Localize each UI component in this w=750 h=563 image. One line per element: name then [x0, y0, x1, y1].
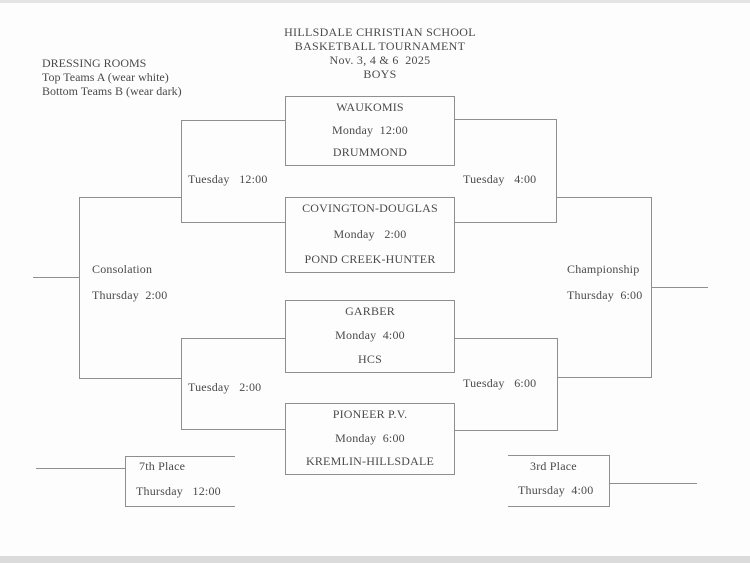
consolation-time-label: Thursday 2:00: [92, 288, 168, 302]
third-place-winner-line: [610, 483, 697, 484]
seventh-place-feeder-line: [36, 468, 125, 469]
game-box-1: WAUKOMIS Monday 12:00 DRUMMOND: [285, 96, 455, 166]
game4-left-connector-line: [181, 429, 285, 430]
game2-schedule: Monday 2:00: [333, 226, 407, 241]
game3-top-team: GARBER: [345, 304, 395, 318]
game2-top-team: COVINGTON-DOUGLAS: [302, 201, 438, 215]
title-school: HILLSDALE CHRISTIAN SCHOOL: [284, 25, 476, 39]
title-event: BASKETBALL TOURNAMENT: [294, 39, 466, 53]
game3-left-connector-line: [181, 338, 285, 339]
seventh-place-box: 7th Place Thursday 12:00: [125, 456, 235, 507]
game1-bottom-team: DRUMMOND: [332, 145, 408, 159]
game4-bottom-team: KREMLIN-HILLSDALE: [305, 454, 435, 468]
game2-right-connector-line: [455, 222, 557, 223]
left-semi-top-winner-line: [79, 197, 182, 198]
championship-winner-line: [651, 287, 708, 288]
scan-edge-bottom: [0, 556, 750, 563]
game3-right-connector-line: [455, 338, 558, 339]
right-semi-top-time-label: Tuesday 4:00: [463, 172, 537, 186]
game3-bottom-team: HCS: [358, 352, 382, 366]
game4-schedule: Monday 6:00: [335, 430, 405, 445]
game2-left-connector-line: [181, 222, 285, 223]
game2-bottom-team: POND CREEK-HUNTER: [304, 252, 436, 266]
left-semi-bottom-winner-line: [79, 378, 182, 379]
game1-left-connector-line: [181, 120, 285, 121]
left-semi-top-bracket-line: [181, 120, 182, 223]
game1-right-connector-line: [455, 119, 557, 120]
right-semi-bottom-winner-line: [557, 377, 652, 378]
right-semi-bottom-time-label: Tuesday 6:00: [463, 376, 537, 390]
title-division: BOYS: [363, 67, 397, 81]
game-box-3: GARBER Monday 4:00 HCS: [285, 300, 455, 373]
championship-label: Championship: [567, 262, 640, 276]
seventh-place-label: 7th Place: [139, 459, 186, 473]
consolation-winner-line: [33, 277, 80, 278]
left-semi-bottom-bracket-line: [181, 338, 182, 430]
right-semi-bottom-bracket-line: [557, 338, 558, 431]
dressing-rooms-line1: Top Teams A (wear white): [42, 70, 169, 84]
consolation-label: Consolation: [92, 262, 153, 276]
championship-time-label: Thursday 6:00: [567, 288, 643, 302]
page-title: HILLSDALE CHRISTIAN SCHOOL BASKETBALL TO…: [250, 25, 510, 81]
left-semi-top-time-label: Tuesday 12:00: [188, 172, 268, 186]
game-box-2: COVINGTON-DOUGLAS Monday 2:00 POND CREEK…: [285, 197, 455, 273]
title-dates: Nov. 3, 4 & 6 2025: [329, 53, 431, 67]
scan-edge-top: [0, 0, 750, 3]
third-place-box: 3rd Place Thursday 4:00: [508, 455, 610, 507]
right-semi-top-bracket-line: [556, 119, 557, 223]
game4-top-team: PIONEER P.V.: [332, 407, 408, 421]
third-place-time-label: Thursday 4:00: [518, 483, 594, 497]
seventh-place-time-label: Thursday 12:00: [136, 484, 221, 498]
dressing-rooms-heading: DRESSING ROOMS: [42, 56, 147, 70]
consolation-bracket-line: [79, 197, 80, 379]
dressing-rooms-note: DRESSING ROOMS Top Teams A (wear white) …: [42, 56, 182, 98]
game4-right-connector-line: [455, 430, 558, 431]
game1-top-team: WAUKOMIS: [336, 100, 404, 114]
dressing-rooms-line2: Bottom Teams B (wear dark): [42, 84, 182, 98]
left-semi-bottom-time-label: Tuesday 2:00: [188, 380, 262, 394]
third-place-label: 3rd Place: [530, 459, 577, 473]
game-box-4: PIONEER P.V. Monday 6:00 KREMLIN-HILLSDA…: [285, 403, 455, 475]
game1-schedule: Monday 12:00: [332, 122, 408, 137]
game3-schedule: Monday 4:00: [335, 328, 405, 342]
right-semi-top-winner-line: [556, 197, 652, 198]
